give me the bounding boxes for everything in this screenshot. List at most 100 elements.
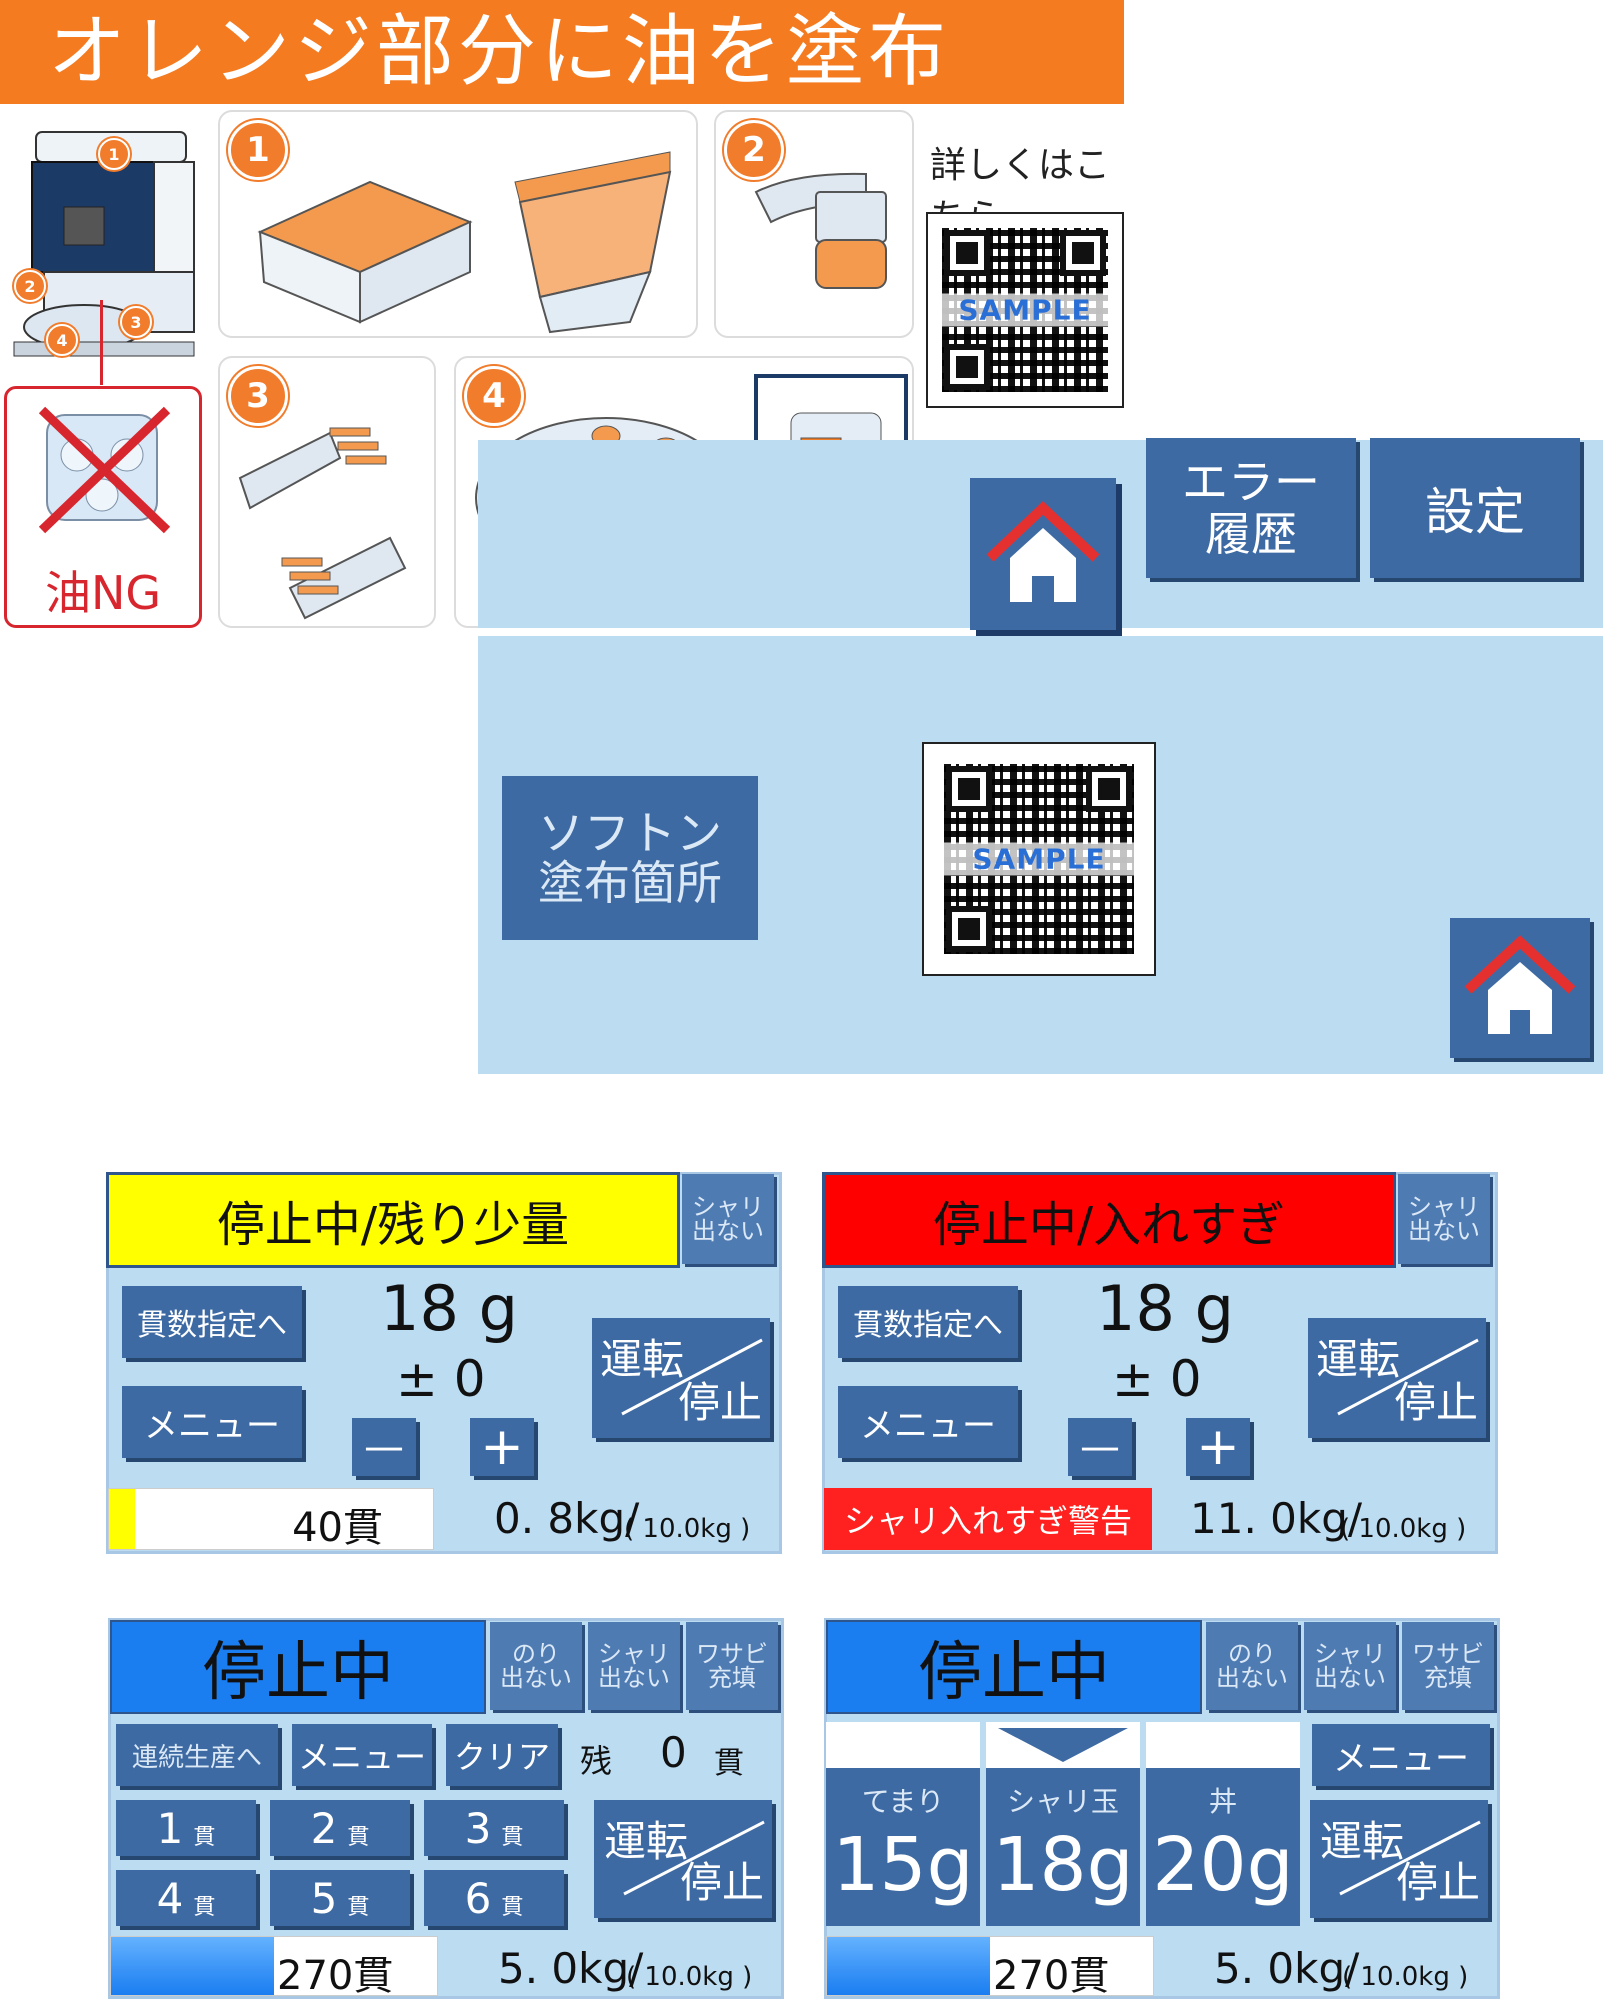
qr-finder bbox=[946, 766, 992, 812]
softon-button[interactable]: ソフトン 塗布箇所 bbox=[502, 776, 758, 940]
tolerance-b: ± 0 bbox=[1112, 1350, 1202, 1408]
status-bar-d: 停止中 bbox=[826, 1620, 1202, 1714]
callout-1: 1 bbox=[98, 138, 130, 170]
remain-value-c: 0 bbox=[660, 1728, 687, 1777]
remain-label-c: 残 bbox=[580, 1742, 613, 1780]
home-button[interactable] bbox=[1450, 918, 1590, 1058]
overfill-warning-b: シャリ入れすぎ警告 bbox=[824, 1488, 1152, 1550]
callout-3: 3 bbox=[120, 306, 152, 338]
step-3-illustration bbox=[238, 427, 407, 620]
minus-button-b[interactable]: — bbox=[1068, 1418, 1132, 1476]
kg-c: 5. 0kg/ bbox=[498, 1944, 644, 1993]
weight-a: 18 g bbox=[380, 1272, 518, 1345]
menu-button-b[interactable]: メニュー bbox=[838, 1386, 1018, 1458]
step-2-badge: 2 bbox=[724, 120, 784, 180]
menu-button-d[interactable]: メニュー bbox=[1312, 1724, 1490, 1786]
clear-button-c[interactable]: クリア bbox=[446, 1724, 558, 1786]
shari-toggle-a[interactable]: シャリ 出ない bbox=[682, 1174, 774, 1264]
count-a: 40貫 bbox=[292, 1505, 383, 1551]
chevron-down-icon bbox=[998, 1728, 1128, 1762]
ng-part-illustration bbox=[38, 406, 171, 534]
nori-toggle-d[interactable]: のり 出ない bbox=[1206, 1622, 1298, 1710]
oil-banner: オレンジ部分に油を塗布 bbox=[0, 0, 1124, 104]
status-bar-c: 停止中 bbox=[110, 1620, 486, 1714]
status-bar-a: 停止中/残り少量 bbox=[106, 1172, 680, 1268]
continuous-button-c[interactable]: 連続生産へ bbox=[116, 1724, 278, 1786]
run-stop-button-d[interactable]: 運転 停止 bbox=[1310, 1800, 1488, 1918]
minus-button-a[interactable]: — bbox=[352, 1418, 416, 1476]
diagonal-divider bbox=[621, 1338, 763, 1416]
shari-toggle-c[interactable]: シャリ 出ない bbox=[588, 1622, 680, 1710]
qr-finder bbox=[944, 344, 990, 390]
count-d: 270貫 bbox=[993, 1953, 1110, 1999]
capacity-a: ( 10.0kg ) bbox=[624, 1514, 751, 1544]
plus-button-b[interactable]: + bbox=[1186, 1417, 1250, 1477]
step-1-illustration bbox=[257, 151, 672, 334]
diagonal-divider bbox=[1337, 1338, 1479, 1416]
level-fill-c bbox=[111, 1937, 274, 1995]
diagonal-divider bbox=[623, 1820, 765, 1896]
kg-b: 11. 0kg/ bbox=[1190, 1494, 1362, 1543]
error-history-button[interactable]: エラー 履歴 bbox=[1146, 438, 1356, 578]
preset-shaaridama[interactable]: シャリ玉 18g bbox=[986, 1722, 1140, 1926]
qr-finder bbox=[944, 230, 990, 276]
capacity-c: ( 10.0kg ) bbox=[626, 1962, 753, 1992]
menu-button-a[interactable]: メニュー bbox=[122, 1386, 302, 1458]
kansu-button-b[interactable]: 貫数指定へ bbox=[838, 1286, 1018, 1358]
qr-sample-label: SAMPLE bbox=[928, 293, 1122, 327]
settings-button[interactable]: 設定 bbox=[1370, 438, 1580, 578]
qr-finder bbox=[1086, 766, 1132, 812]
qr-code-menu[interactable]: SAMPLE bbox=[922, 742, 1156, 976]
diagonal-divider bbox=[1339, 1820, 1481, 1896]
home-tab[interactable] bbox=[970, 478, 1116, 630]
weight-b: 18 g bbox=[1096, 1272, 1234, 1345]
count-c: 270貫 bbox=[277, 1953, 394, 1999]
step-3-card: 3 bbox=[218, 356, 436, 628]
level-bar-c: 270貫 bbox=[110, 1936, 438, 1999]
qr-finder bbox=[1060, 230, 1106, 276]
callout-4: 4 bbox=[46, 324, 78, 356]
kg-d: 5. 0kg/ bbox=[1214, 1944, 1360, 1993]
capacity-b: ( 10.0kg ) bbox=[1340, 1514, 1467, 1544]
qr-sample-label: SAMPLE bbox=[924, 842, 1154, 876]
wasabi-button-c[interactable]: ワサビ 充填 bbox=[686, 1622, 778, 1710]
ng-label: 油NG bbox=[44, 566, 162, 620]
preset-don[interactable]: 丼 20g bbox=[1146, 1722, 1300, 1926]
wasabi-button-d[interactable]: ワサビ 充填 bbox=[1402, 1622, 1494, 1710]
remain-unit-c: 貫 bbox=[714, 1746, 744, 1781]
home-icon bbox=[986, 501, 1100, 602]
step-4-badge: 4 bbox=[464, 366, 524, 426]
preset-indicator bbox=[1146, 1722, 1300, 1768]
plus-button-a[interactable]: + bbox=[470, 1417, 534, 1477]
menu-button-c[interactable]: メニュー bbox=[292, 1724, 432, 1786]
run-stop-button-a[interactable]: 運転 停止 bbox=[592, 1318, 770, 1438]
preset-indicator-selected bbox=[986, 1722, 1140, 1768]
tolerance-a: ± 0 bbox=[396, 1350, 486, 1408]
nori-toggle-c[interactable]: のり 出ない bbox=[490, 1622, 582, 1710]
step-1-card: 1 bbox=[218, 110, 698, 338]
qr-code-manual[interactable]: SAMPLE bbox=[926, 212, 1124, 408]
home-icon bbox=[1464, 935, 1576, 1034]
menu-top-strip bbox=[478, 628, 1603, 638]
preset-temari[interactable]: てまり 15g bbox=[826, 1722, 980, 1926]
kansu-button-a[interactable]: 貫数指定へ bbox=[122, 1286, 302, 1358]
status-bar-b: 停止中/入れすぎ bbox=[822, 1172, 1396, 1268]
shari-toggle-d[interactable]: シャリ 出ない bbox=[1304, 1622, 1396, 1710]
step-2-illustration bbox=[754, 172, 887, 289]
level-fill-a bbox=[109, 1489, 135, 1549]
shari-toggle-b[interactable]: シャリ 出ない bbox=[1398, 1174, 1490, 1264]
level-bar-d: 270貫 bbox=[826, 1936, 1154, 1999]
capacity-d: ( 10.0kg ) bbox=[1342, 1962, 1469, 1992]
qr-finder bbox=[946, 906, 992, 952]
run-stop-button-c[interactable]: 運転 停止 bbox=[594, 1800, 772, 1918]
level-fill-d bbox=[827, 1937, 990, 1995]
step-1-badge: 1 bbox=[228, 120, 288, 180]
callout-2: 2 bbox=[14, 270, 46, 302]
run-stop-button-b[interactable]: 運転 停止 bbox=[1308, 1318, 1486, 1438]
